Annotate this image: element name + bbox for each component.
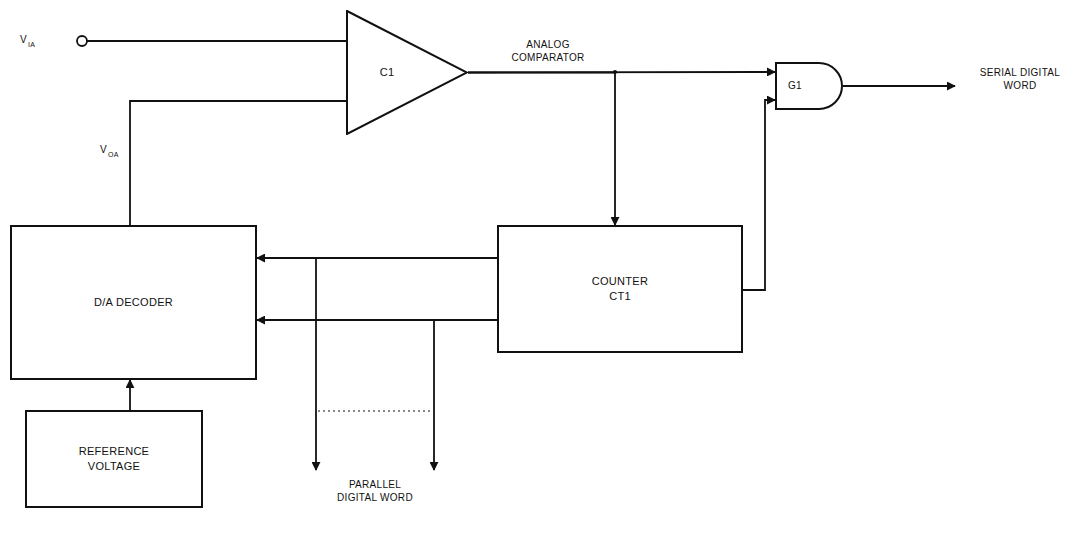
comparator-symbol	[346, 10, 468, 135]
node-text: COUNTER CT1	[585, 274, 655, 304]
signal-name: V	[20, 33, 27, 46]
parallel-output-arrow	[433, 320, 435, 470]
signal-connector	[257, 319, 497, 321]
signal-connector	[468, 73, 615, 226]
reference-box: REFERENCE VOLTAGE	[25, 410, 203, 508]
parallel-output-arrow	[315, 258, 317, 470]
node-text: D/A DECODER	[34, 295, 234, 310]
output-label: SERIAL DIGITAL WORD	[978, 66, 1062, 92]
decoder-box: D/A DECODER	[10, 225, 257, 380]
output-label: PARALLEL DIGITAL WORD	[335, 478, 415, 504]
signal-subscript: IA	[28, 40, 35, 49]
block-label: ANALOG COMPARATOR	[498, 38, 598, 64]
signal-name: V	[100, 143, 107, 156]
dotted-bit-range	[318, 411, 432, 412]
input-wire	[87, 40, 346, 42]
and-gate: G1	[775, 62, 843, 110]
analog-comparator: C1	[346, 10, 468, 135]
counter-box: COUNTER CT1	[497, 225, 743, 353]
node-text: REFERENCE VOLTAGE	[69, 444, 159, 474]
node-text: C1	[367, 65, 407, 80]
node-text: G1	[780, 79, 810, 93]
input-terminal	[77, 36, 87, 46]
signal-connector	[130, 101, 346, 225]
serial-output-arrow	[843, 85, 955, 87]
signal-connector	[129, 380, 131, 410]
and-gate-symbol	[775, 62, 843, 110]
signal-subscript: OA	[108, 150, 119, 159]
signal-connector	[257, 257, 497, 259]
signal-connector	[743, 100, 775, 290]
